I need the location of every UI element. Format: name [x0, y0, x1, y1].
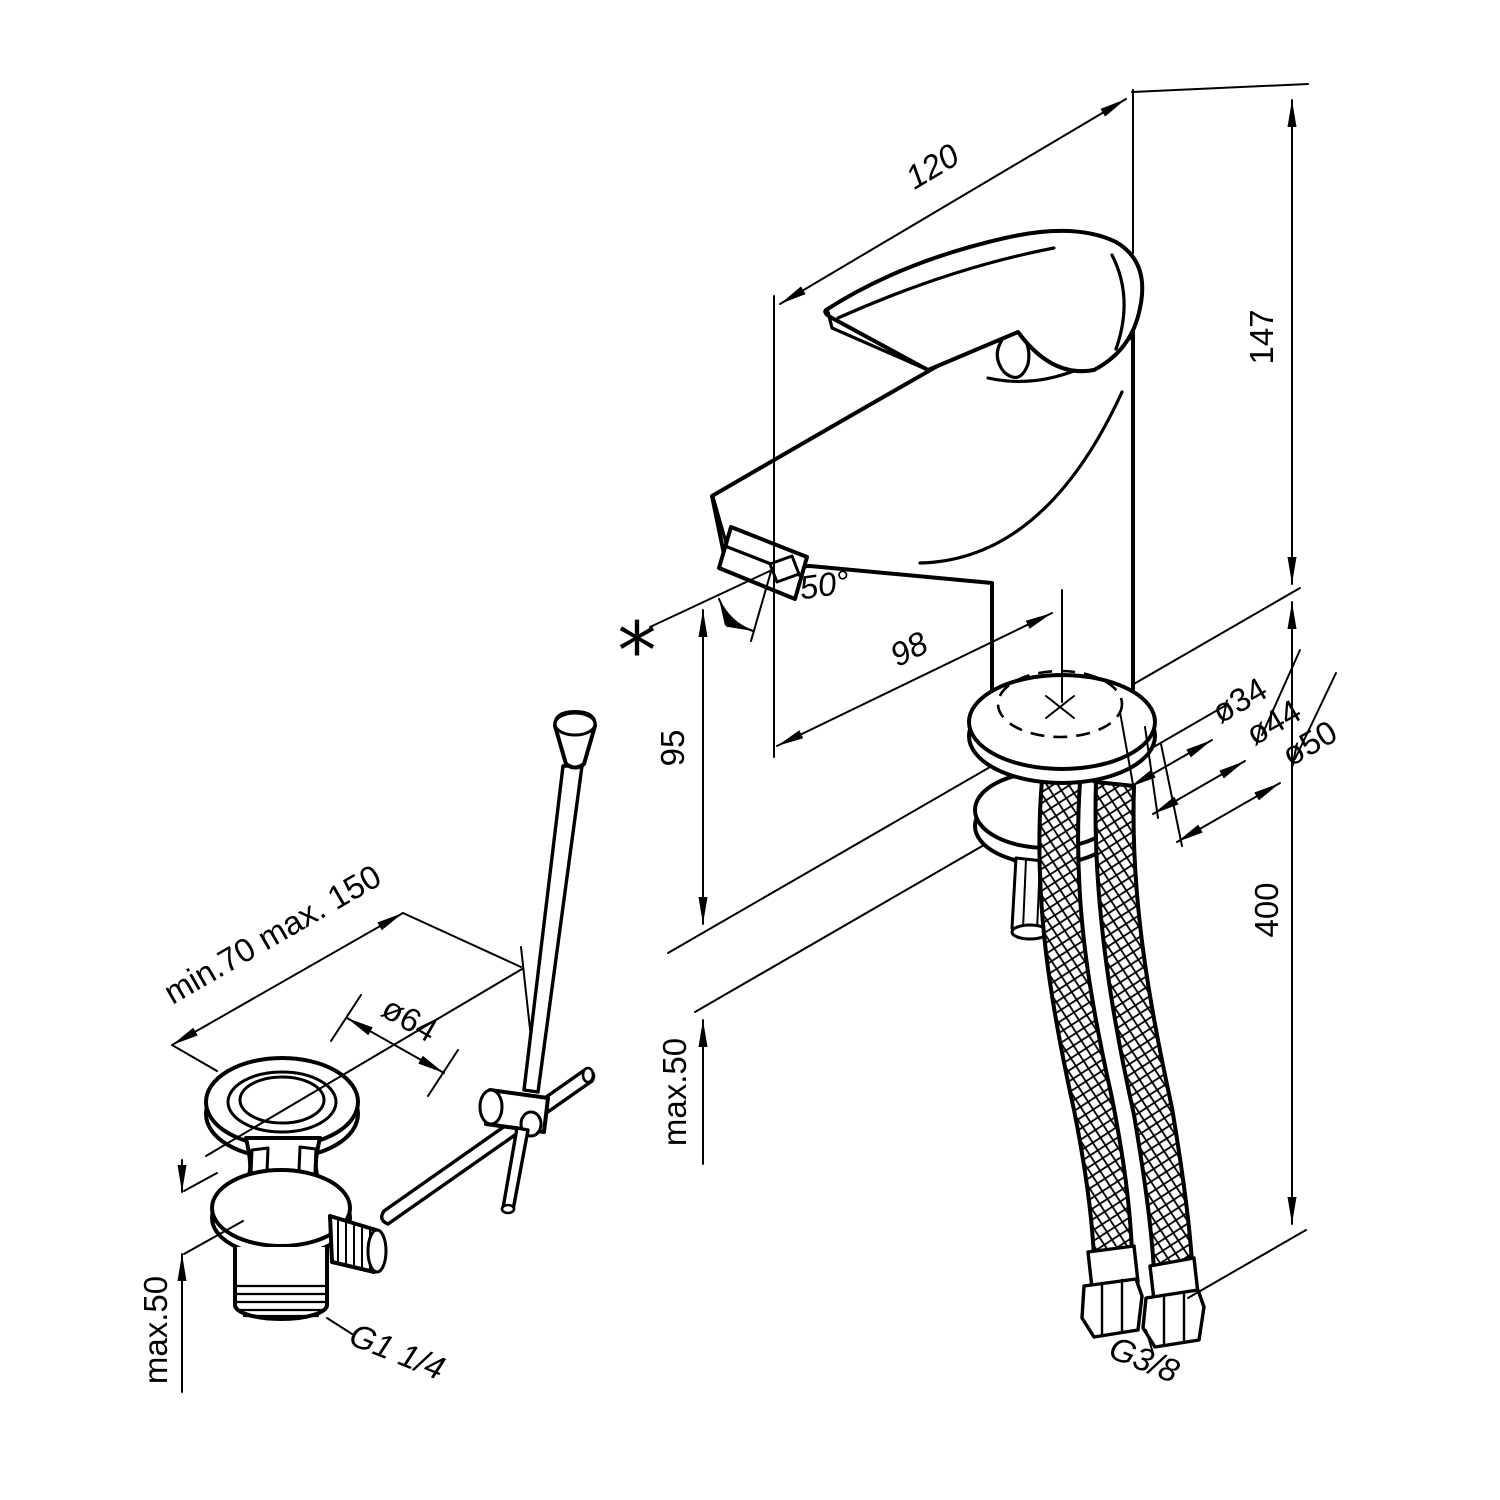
- footnote-asterisk: *: [618, 607, 657, 697]
- mounting-surface-line: [667, 587, 1301, 954]
- dimension-lines: [171, 83, 1337, 1393]
- ext-line-rod-right: [402, 912, 522, 968]
- drain-thread-leader: [326, 1317, 353, 1335]
- dim-label-total-height: 147: [1243, 309, 1280, 364]
- angle-arc-50: [718, 598, 754, 632]
- lift-rod-assembly: [380, 710, 597, 1226]
- drain-threaded-body: [233, 1245, 329, 1321]
- dim-label-deck-max-left: max.50: [137, 1276, 174, 1384]
- ext-ticks-max50-left: [183, 1172, 244, 1255]
- handle-front-edge: [826, 310, 930, 372]
- rod-knob: [553, 710, 597, 770]
- dim-line-rod-offset: [171, 912, 404, 1046]
- ext-tick-rod: [520, 946, 532, 1039]
- ext-ticks-d64: [330, 994, 459, 1097]
- hose-nut-left: [1080, 1244, 1144, 1339]
- ext-line-rod-left: [171, 1044, 218, 1072]
- drain-figure: [204, 1056, 388, 1335]
- stream-direction-line: [750, 567, 773, 642]
- dim-label-outlet-height: 95: [654, 730, 691, 767]
- dim-line-120: [779, 98, 1127, 305]
- drain-lower-flange: [210, 1168, 352, 1248]
- ext-line-hose-end: [1187, 1229, 1307, 1299]
- tap-hole-dashed-circle: [996, 669, 1124, 739]
- spout-shoulder-curve: [918, 390, 1124, 565]
- dim-line-d50: [1176, 782, 1281, 843]
- angle-reference-line: [649, 569, 773, 628]
- rod-clamp: [478, 1088, 550, 1138]
- flex-hose-right: [1093, 780, 1194, 1275]
- ext-line-top: [1131, 83, 1309, 93]
- dim-line-98: [776, 612, 1053, 747]
- drain-flange-ring: [226, 1070, 338, 1134]
- dim-label-spout-angle: 50°: [797, 563, 852, 607]
- dim-line-d64: [346, 1017, 445, 1074]
- drain-plug-dome: [238, 1075, 326, 1125]
- hose-nut-right: [1141, 1256, 1206, 1349]
- dim-label-deck-max-right: max.50: [656, 1038, 693, 1146]
- hose-thread-leader: [1145, 1329, 1154, 1354]
- dim-label-hose-length: 400: [1248, 882, 1285, 937]
- drain-side-nut: [328, 1214, 388, 1274]
